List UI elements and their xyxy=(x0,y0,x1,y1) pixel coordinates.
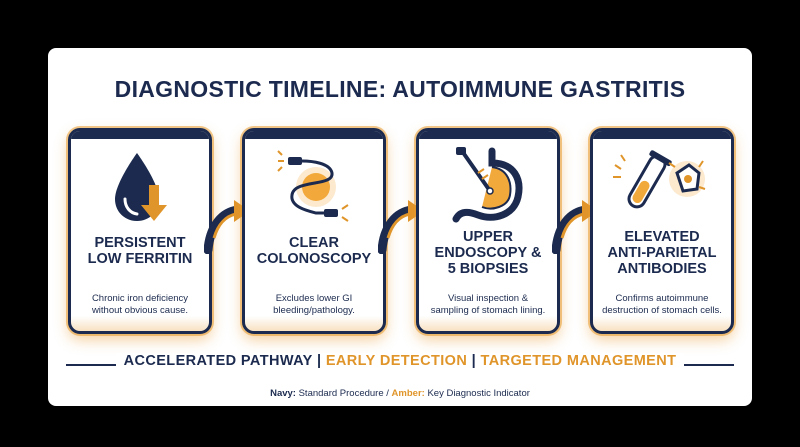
test-tube-cell-icon xyxy=(593,145,731,233)
card-top-bar xyxy=(71,131,209,139)
step-card-colonoscopy: CLEAR COLONOSCOPY Excludes lower GI blee… xyxy=(242,128,386,334)
tagline-separator: | xyxy=(471,353,477,369)
page-title: DIAGNOSTIC TIMELINE: AUTOIMMUNE GASTRITI… xyxy=(114,76,686,102)
tagline-early-detection: EARLY DETECTION xyxy=(325,353,468,369)
step-description: Excludes lower GI bleeding/pathology. xyxy=(273,293,355,316)
tagline-separator: | xyxy=(316,353,322,369)
diagnostic-panel: DIAGNOSTIC TIMELINE: AUTOIMMUNE GASTRITI… xyxy=(48,48,752,406)
legend-navy-text: Standard Procedure / xyxy=(298,388,389,399)
step-card-antibodies: ELEVATED ANTI-PARIETAL ANTIBODIES Confir… xyxy=(590,128,734,334)
blood-drop-down-arrow-icon xyxy=(71,145,209,233)
step-heading: UPPER ENDOSCOPY & 5 BIOPSIES xyxy=(434,229,542,277)
color-legend: Navy: Standard Procedure / Amber: Key Di… xyxy=(48,388,752,399)
tagline-targeted: TARGETED MANAGEMENT xyxy=(480,353,677,369)
step-description: Confirms autoimmune destruction of stoma… xyxy=(602,293,722,316)
legend-navy-label: Navy: xyxy=(270,388,296,399)
card-top-bar xyxy=(593,131,731,139)
step-heading: ELEVATED ANTI-PARIETAL ANTIBODIES xyxy=(607,229,717,277)
footer-tagline: ACCELERATED PATHWAY | EARLY DETECTION | … xyxy=(48,353,752,369)
stomach-endoscope-icon xyxy=(419,145,557,233)
step-card-low-ferritin: PERSISTENT LOW FERRITIN Chronic iron def… xyxy=(68,128,212,334)
colonoscope-icon xyxy=(245,145,383,233)
tagline-accelerated: ACCELERATED PATHWAY xyxy=(123,353,313,369)
step-description: Visual inspection & sampling of stomach … xyxy=(430,293,546,316)
step-card-endoscopy: UPPER ENDOSCOPY & 5 BIOPSIES Visual insp… xyxy=(416,128,560,334)
card-top-bar xyxy=(419,131,557,139)
step-description: Chronic iron deficiency without obvious … xyxy=(91,293,189,316)
legend-amber-label: Amber: xyxy=(391,388,425,399)
step-heading: PERSISTENT LOW FERRITIN xyxy=(87,235,193,267)
card-top-bar xyxy=(245,131,383,139)
step-heading: CLEAR COLONOSCOPY xyxy=(256,235,372,267)
legend-amber-text: Key Diagnostic Indicator xyxy=(427,388,530,399)
